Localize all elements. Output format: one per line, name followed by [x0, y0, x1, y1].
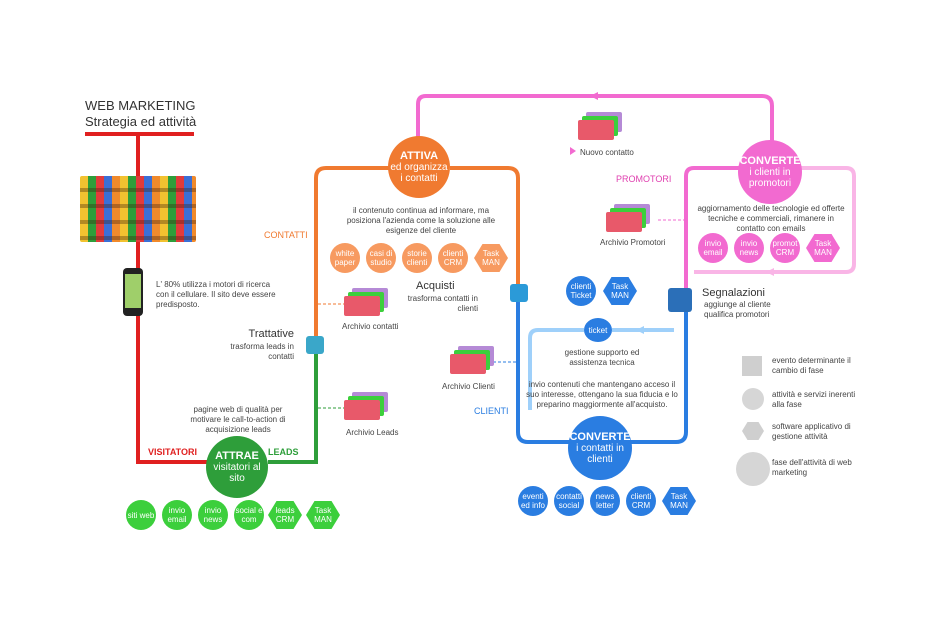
smartphone-icon — [123, 268, 143, 316]
attrae-item-2: invio email — [162, 500, 192, 530]
legend-large-circle-icon — [736, 452, 770, 486]
nuovo-contatto-label: Nuovo contatto — [580, 148, 634, 157]
attiva-item-1: white paper — [330, 243, 360, 273]
attrae-item-4: social e com — [234, 500, 264, 530]
visitatori-label: VISITATORI — [148, 447, 198, 457]
segnalazioni-title: Segnalazioni — [702, 287, 765, 299]
attiva-subtitle: ed organizza i contatti — [390, 161, 448, 184]
legend-item-2: attività e servizi inerenti alla fase — [772, 390, 856, 409]
legend-square-icon — [742, 356, 762, 376]
clienti-label: CLIENTI — [474, 406, 509, 416]
acquisti-title: Acquisti — [416, 280, 455, 292]
converte-clienti-item-1: eventi ed info — [518, 486, 548, 516]
clienti-desc: invio contenuti che mantengano acceso il… — [526, 380, 678, 409]
attrae-node: ATTRAE visitatori al sito — [206, 436, 268, 498]
attrae-item-1: siti web — [126, 500, 156, 530]
title-line1: WEB MARKETING — [85, 98, 196, 113]
converte-clienti-subtitle: i contatti in clienti — [576, 442, 624, 465]
phone-text: L' 80% utilizza i motori di ricerca con … — [156, 280, 276, 309]
attiva-item-2: casi di studio — [366, 243, 396, 273]
converte-promotori-title: CONVERTE — [739, 154, 801, 167]
promotori-card-front — [606, 212, 642, 232]
contatti-card-front — [344, 296, 380, 316]
legend-item-3: software applicativo di gestione attivit… — [772, 422, 851, 441]
legend-item-1: evento determinante il cambio di fase — [772, 356, 851, 375]
contatti-archive-label: Archivio contatti — [342, 322, 399, 331]
promotori-archive-label: Archivio Promotori — [600, 238, 666, 247]
trattative-title: Trattative — [248, 328, 294, 340]
clienti-item-task: Task MAN — [603, 277, 637, 305]
leads-label: LEADS — [268, 447, 299, 457]
converte-promotori-item-1: invio email — [698, 233, 728, 263]
legend-circle-icon — [742, 388, 764, 410]
support-text: gestione supporto ed assistenza tecnica — [564, 348, 640, 367]
attiva-title: ATTIVA — [399, 149, 439, 162]
converte-clienti-node: CONVERTE i contatti in clienti — [568, 416, 632, 480]
clienti-archive-label: Archivio Clienti — [442, 382, 495, 391]
handshake-icon — [306, 336, 324, 354]
converte-clienti-item-2: contatti social — [554, 486, 584, 516]
converte-clienti-item-5: Task MAN — [662, 487, 696, 515]
promotori-label: PROMOTORI — [616, 174, 672, 184]
cart-icon — [510, 284, 528, 302]
attrae-title: ATTRAE — [215, 449, 259, 462]
attiva-desc: il contenuto continua ad informare, ma p… — [346, 206, 496, 235]
title-line2: Strategia ed attività — [85, 114, 197, 129]
attiva-item-4: clienti CRM — [438, 243, 468, 273]
legend-item-4: fase dell'attività di web marketing — [772, 458, 852, 477]
converte-promotori-item-2: invio news — [734, 233, 764, 263]
contatti-label: CONTATTI — [264, 230, 308, 240]
crowd-photo — [80, 176, 196, 242]
nuovo-card-front — [578, 120, 614, 140]
trattative-desc: trasforma leads in contatti — [230, 342, 294, 361]
converte-clienti-title: CONVERTE — [569, 430, 631, 443]
converte-clienti-item-3: news letter — [590, 486, 620, 516]
pointing-hand-icon — [668, 288, 692, 312]
acquisti-desc: trasforma contatti in clienti — [407, 294, 478, 313]
converte-promotori-item-4: Task MAN — [806, 234, 840, 262]
attrae-item-3: invio news — [198, 500, 228, 530]
converte-promotori-item-3: promot CRM — [770, 233, 800, 263]
converte-promotori-desc: aggiornamento delle tecnologie ed offert… — [697, 204, 845, 233]
segnalazioni-desc: aggiunge al cliente qualifica promotori — [704, 300, 771, 319]
leads-archive-label: Archivio Leads — [346, 428, 399, 437]
converte-clienti-item-4: clienti CRM — [626, 486, 656, 516]
attrae-subtitle: visitatori al sito — [213, 461, 261, 484]
attrae-desc: pagine web di qualità per motivare le ca… — [190, 405, 286, 434]
ticket-node: ticket — [584, 318, 612, 342]
clienti-card-front — [450, 354, 486, 374]
legend-hexagon-icon — [742, 422, 764, 440]
diagram-title: WEB MARKETING Strategia ed attività — [85, 98, 196, 130]
leads-card-front — [344, 400, 380, 420]
attiva-node: ATTIVA ed organizza i contatti — [388, 136, 450, 198]
clienti-item-ticket: clienti Ticket — [566, 276, 596, 306]
attiva-item-3: storie clienti — [402, 243, 432, 273]
converte-promotori-node: CONVERTE i clienti in promotori — [738, 140, 802, 204]
converte-promotori-subtitle: i clienti in promotori — [748, 166, 792, 189]
